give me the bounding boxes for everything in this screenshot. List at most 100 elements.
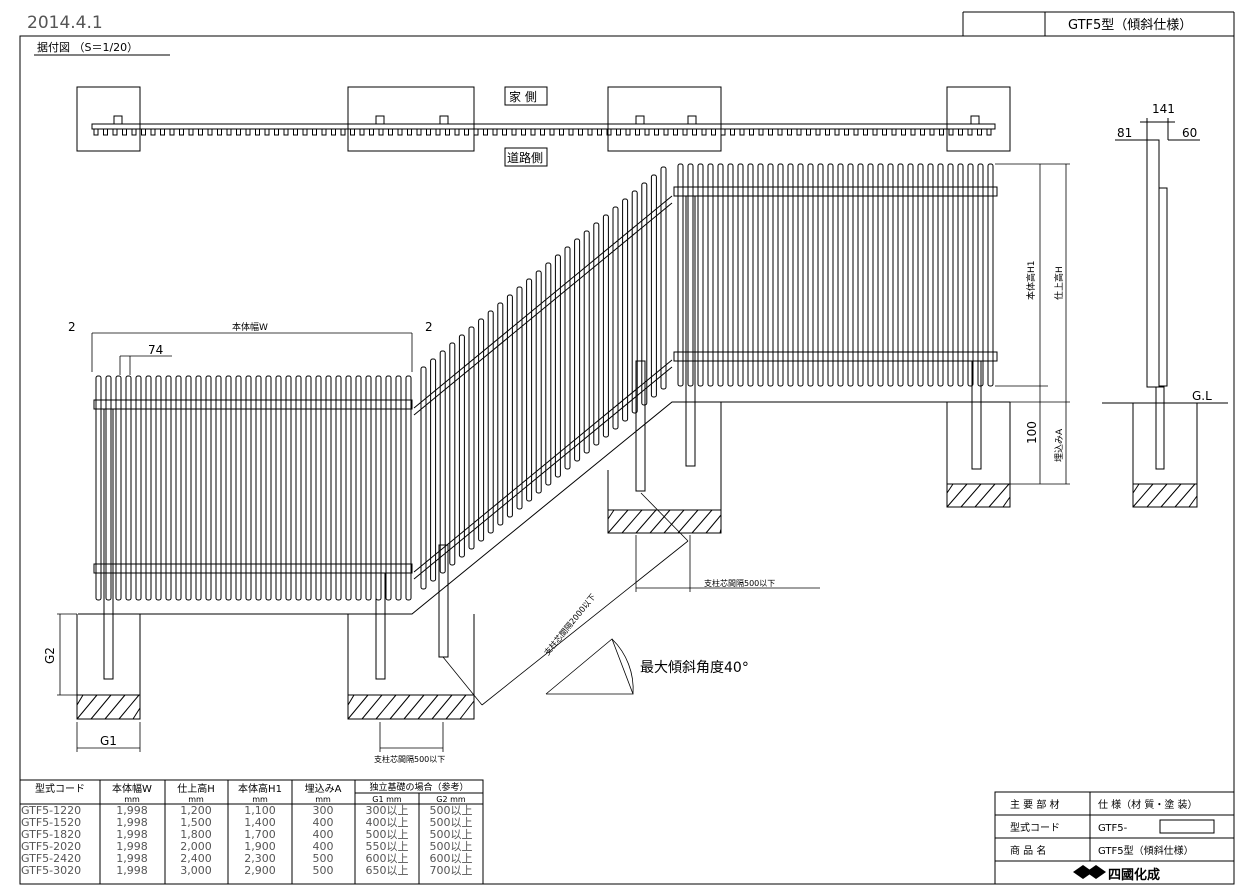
svg-text:141: 141 (1152, 102, 1175, 116)
table-cell: 1,998 (116, 804, 148, 817)
table-subheader: G2 mm (436, 795, 466, 804)
plan-picket (274, 128, 279, 136)
plan-picket (112, 128, 118, 136)
dimensions (57, 163, 1070, 752)
table-cell: 300以上 (366, 804, 409, 817)
picket (205, 375, 212, 601)
side-view (1102, 118, 1228, 508)
picket (225, 375, 232, 601)
plan-picket (673, 128, 678, 136)
picket (757, 163, 764, 387)
plan-picket (815, 128, 821, 136)
svg-text:G1: G1 (100, 734, 117, 748)
picket (593, 222, 600, 446)
plan-picket (312, 128, 317, 136)
table-cell: 1,998 (116, 816, 148, 829)
picket (602, 214, 609, 438)
table-cell: GTF5-2020 (21, 840, 81, 853)
plan-picket (445, 128, 450, 136)
info-label-code: 型式コード (1010, 821, 1060, 834)
plan-picket (559, 128, 564, 136)
picket (535, 270, 542, 494)
picket (777, 163, 784, 387)
hatch-line (76, 694, 98, 720)
table-cell: 1,400 (244, 816, 276, 829)
svg-text:2: 2 (425, 320, 433, 334)
plan-picket (350, 128, 355, 136)
svg-text:四國化成: 四國化成 (1108, 867, 1160, 883)
plan-picket (730, 128, 735, 136)
plan-picket (521, 128, 526, 136)
plan-picket (435, 128, 441, 136)
picket (95, 375, 102, 601)
picket (737, 163, 744, 387)
plan-picket (340, 128, 346, 136)
plan-picket (188, 128, 194, 136)
info-label-materials: 主 要 部 材 (1010, 798, 1060, 811)
plan-picket (711, 128, 716, 136)
plan-picket (293, 128, 298, 136)
hatch-line (76, 694, 84, 706)
plan-picket (910, 128, 916, 136)
table-cell: 2,900 (244, 864, 276, 877)
table-cell: 2,300 (244, 852, 276, 865)
hatch-line (607, 509, 615, 520)
plan-picket (473, 128, 479, 136)
picket (235, 375, 242, 601)
picket (767, 163, 774, 387)
plan-picket (255, 128, 260, 136)
picket (468, 326, 475, 550)
hatch-line (1132, 483, 1154, 508)
hatch-line (445, 694, 467, 720)
plan-picket (264, 128, 270, 136)
picket (325, 375, 332, 601)
picket (165, 375, 172, 601)
info-value-product: GTF5型（傾斜仕様） (1098, 844, 1194, 857)
hatch-line (389, 694, 411, 720)
picket (612, 206, 619, 430)
plan-picket (901, 128, 906, 136)
hatch-line (1146, 483, 1168, 508)
picket (641, 182, 648, 406)
svg-text:家 側: 家 側 (509, 89, 537, 104)
plan-picket (283, 128, 289, 136)
picket (957, 163, 964, 387)
picket (847, 163, 854, 387)
picket (987, 163, 994, 387)
picket (135, 375, 142, 601)
table-header: 本体高H1 (238, 782, 282, 795)
plan-picket (416, 128, 422, 136)
plan-picket (464, 128, 469, 136)
picket (375, 375, 382, 601)
table-header: 型式コード (35, 782, 85, 795)
table-cell: 1,998 (116, 840, 148, 853)
hatch-line (403, 694, 425, 720)
picket (215, 375, 222, 601)
picket (395, 375, 402, 601)
picket (497, 302, 504, 526)
plan-picket (169, 128, 175, 136)
plan-picket (217, 128, 222, 136)
hatch-line (946, 483, 968, 508)
table-cell: GTF5-1520 (21, 816, 81, 829)
picket (977, 163, 984, 387)
table-cell: GTF5-1220 (21, 804, 81, 817)
svg-text:仕上高H: 仕上高H (1053, 266, 1065, 300)
picket (877, 163, 884, 387)
plan-picket (977, 128, 982, 136)
picket (305, 375, 312, 601)
picket (478, 318, 485, 542)
svg-text:G2: G2 (43, 647, 57, 664)
svg-text:支柱芯間隔500以下: 支柱芯間隔500以下 (704, 578, 775, 588)
table-cell: GTF5-2420 (21, 852, 81, 865)
table-cell: 1,900 (244, 840, 276, 853)
hatch-line (974, 483, 996, 508)
hatch-line (1132, 483, 1140, 494)
sloped-fence-panel (413, 166, 673, 590)
table-cell: 500 (313, 852, 334, 865)
table-cell: 400 (313, 816, 334, 829)
plan-picket (122, 128, 127, 136)
picket (747, 163, 754, 387)
picket (245, 375, 252, 601)
picket (105, 375, 112, 601)
